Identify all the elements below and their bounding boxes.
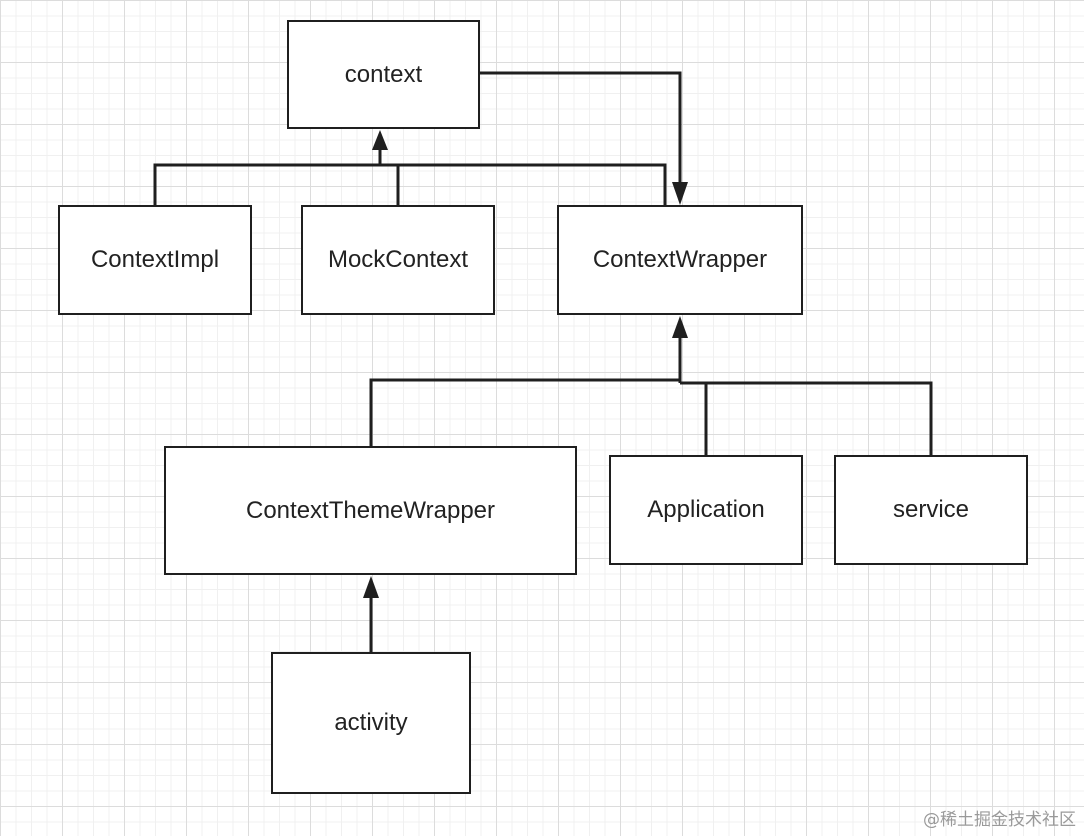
arrowhead-contextthemewrapper <box>363 576 379 598</box>
edge-contextthemewrapper-to-contextwrapper <box>369 378 680 446</box>
watermark: @稀土掘金技术社区 <box>923 810 1076 830</box>
edge-application-to-contextwrapper <box>680 381 708 455</box>
context-node: context <box>287 20 480 129</box>
contextimpl-node: ContextImpl <box>58 205 252 315</box>
service-node: service <box>834 455 1028 565</box>
contextwrapper-node: ContextWrapper <box>557 205 803 315</box>
arrowhead-context <box>372 130 388 150</box>
application-node: Application <box>609 455 803 565</box>
mockcontext-node: MockContext <box>301 205 495 315</box>
arrowhead-contextwrapper-top <box>672 182 688 205</box>
edge-context-to-contextwrapper <box>480 71 682 182</box>
activity-node: activity <box>271 652 471 794</box>
contextthemewrapper-node: ContextThemeWrapper <box>164 446 577 575</box>
edge-contextimpl-to-context <box>153 163 380 205</box>
arrowhead-contextwrapper-bottom <box>672 316 688 338</box>
edge-service-to-contextwrapper <box>680 381 933 455</box>
edge-contextwrapper-to-context <box>380 163 667 205</box>
edge-mockcontext-to-context <box>380 163 400 205</box>
